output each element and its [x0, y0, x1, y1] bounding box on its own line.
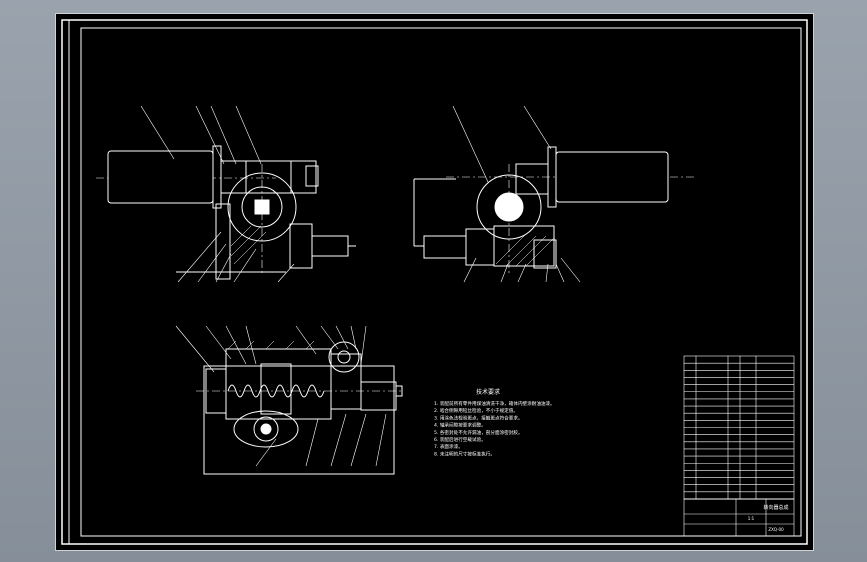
- bearing-section: [233, 410, 299, 448]
- inner-frame: [80, 27, 802, 537]
- technical-requirement-item: 4. 轴承间隙按要求调整。: [434, 422, 486, 429]
- outer-frame: [61, 19, 808, 545]
- technical-requirement-item: 6. 装配后进行空载试验。: [434, 436, 486, 443]
- view-front-right: [413, 105, 696, 283]
- technical-requirement-item: 8. 未注明的尺寸按标准执行。: [434, 450, 495, 457]
- sector-gear: [328, 341, 360, 373]
- output-shaft-left: [311, 235, 349, 257]
- motor-body-right: [555, 151, 669, 203]
- technical-requirement-item: 2. 啮合侧隙用铅丝检验，不小于规定值。: [434, 407, 518, 414]
- technical-requirements-title: 技术要求: [476, 388, 500, 396]
- technical-requirement-item: 3. 用涂色法检验斑点，接触斑点符合要求。: [434, 414, 523, 421]
- output-shaft-right: [423, 235, 467, 259]
- worm-screw: [227, 384, 325, 398]
- technical-requirement-item: 5. 各密封处不允许漏油，剖分面涂密封胶。: [434, 429, 523, 436]
- view-section: [175, 325, 403, 475]
- title-block-name: 转向器总成: [763, 504, 788, 511]
- motor-body-left: [107, 150, 214, 204]
- technical-requirement-item: 7. 表面涂漆。: [434, 443, 463, 450]
- title-block-scale: 1:1: [748, 516, 755, 521]
- title-block-drawing-no: ZXQ-00: [768, 527, 784, 532]
- technical-requirement-item: 1. 装配前所有零件用煤油清洗干净，箱体内壁涂耐油油漆。: [434, 400, 555, 407]
- parts-list-table: [683, 355, 795, 537]
- technical-requirements: 技术要求 1. 装配前所有零件用煤油清洗干净，箱体内壁涂耐油油漆。2. 啮合侧隙…: [434, 388, 555, 457]
- cad-drawing-sheet: 技术要求 1. 装配前所有零件用煤油清洗干净，箱体内壁涂耐油油漆。2. 啮合侧隙…: [61, 19, 808, 545]
- cad-viewport[interactable]: 技术要求 1. 装配前所有零件用煤油清洗干净，箱体内壁涂耐油油漆。2. 啮合侧隙…: [55, 13, 814, 551]
- view-front-left: [96, 105, 356, 283]
